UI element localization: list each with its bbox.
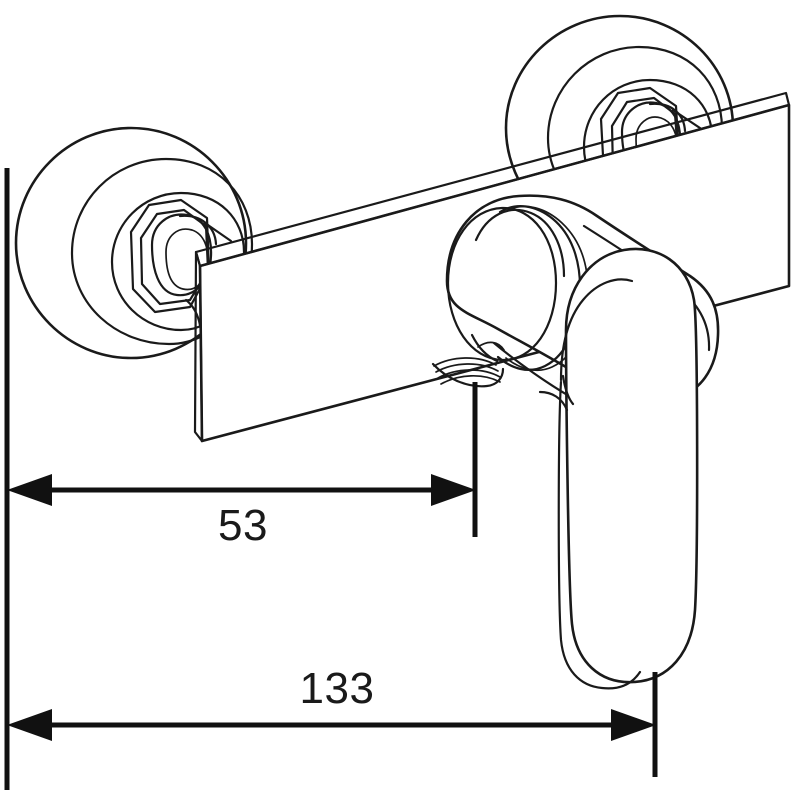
hose-outlet <box>431 333 505 388</box>
dimension-53-label: 53 <box>218 501 268 550</box>
left-escutcheon <box>14 126 254 360</box>
dimension-133-label: 133 <box>300 664 375 713</box>
dimension-53: 53 <box>7 382 478 550</box>
lever-handle <box>538 247 699 690</box>
dimension-133: 133 <box>7 664 658 777</box>
